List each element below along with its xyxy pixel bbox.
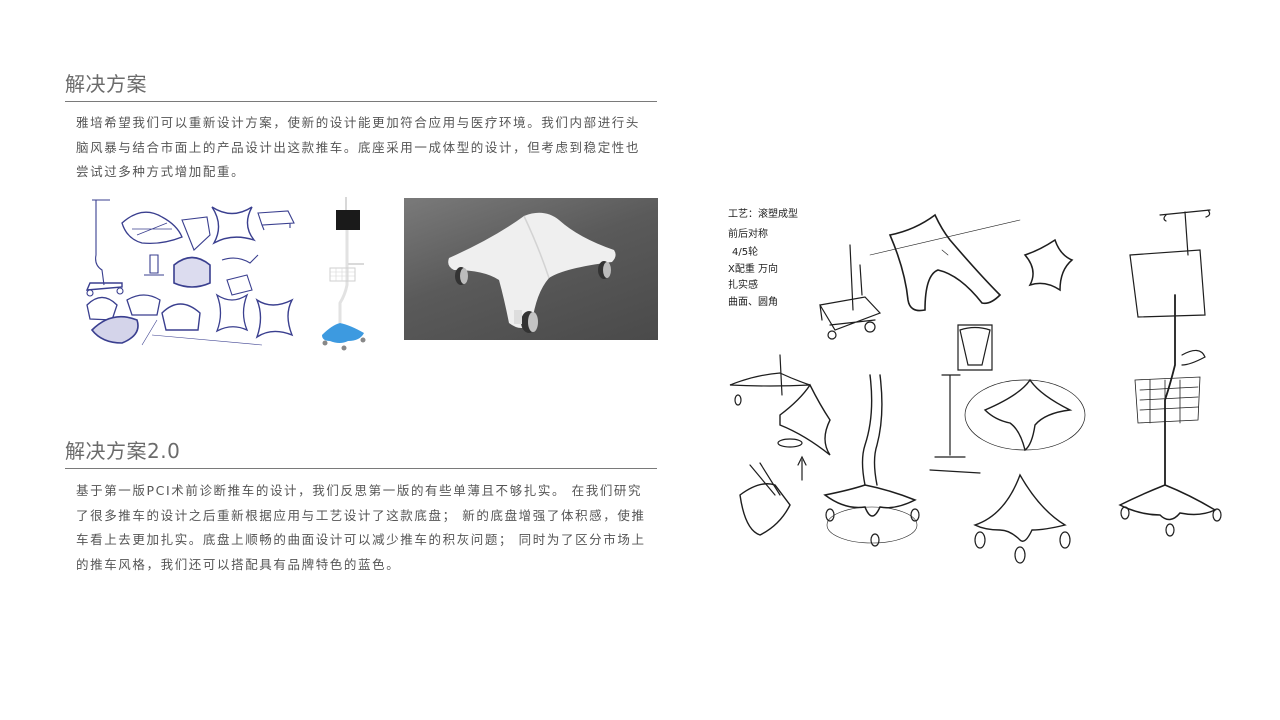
title-divider-2 [65, 468, 657, 469]
section-title-solution: 解决方案 [65, 72, 147, 96]
solution-2-description: 基于第一版PCI术前诊断推车的设计，我们反思第一版的有些单薄且不够扎实。 在我们… [76, 483, 646, 572]
hand-sketch-board-image: 工艺：滚塑成型 前后对称 4/5轮 X配重 万向 扎实感 曲面、圆角 [720, 195, 1240, 575]
sketch-note: X配重 万向 [728, 262, 778, 275]
sketch-note: 前后对称 [728, 227, 768, 240]
section-title-solution-2: 解决方案2.0 [65, 439, 181, 463]
title-divider [65, 101, 657, 102]
solution-description: 雅培希望我们可以重新设计方案，使新的设计能更加符合应用与医疗环境。我们内部进行头… [76, 115, 641, 179]
sketch-note: 4/5轮 [732, 245, 758, 258]
blue-cart-render-image [318, 195, 374, 353]
sketch-note: 曲面、圆角 [728, 296, 778, 308]
white-base-prototype-photo [404, 198, 658, 340]
base-concept-sketches-image [82, 195, 300, 347]
sketch-note: 工艺：滚塑成型 [728, 207, 798, 220]
sketch-note: 扎实感 [728, 278, 758, 291]
